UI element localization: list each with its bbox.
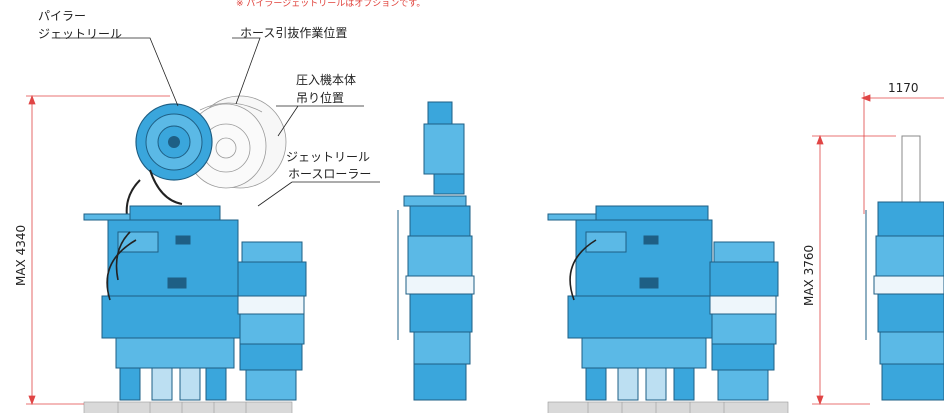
label-jet-reel-roller-2: ホースローラー — [288, 167, 372, 181]
dimension-max-height-left: MAX 4340 — [14, 224, 28, 286]
leader-lines — [56, 37, 380, 207]
option-note: ※ パイラージェットリールはオプションです。 — [236, 0, 426, 9]
label-pyler-jet-reel-1: パイラー — [38, 9, 87, 23]
ground-left — [83, 401, 293, 415]
label-hose-pull-position: ホース引抜作業位置 — [240, 26, 348, 40]
dimension-left — [26, 94, 170, 406]
jet-reel — [125, 103, 213, 231]
label-press-body-1: 圧入機本体 — [296, 73, 357, 87]
label-jet-reel-roller-1: ジェットリール — [286, 150, 371, 164]
machine-front-raised — [397, 101, 475, 401]
ground-right — [547, 401, 789, 415]
label-press-body-2: 吊り位置 — [296, 91, 345, 105]
machine-front-lowered — [865, 135, 944, 401]
machine-side-no-reel — [547, 205, 779, 401]
dimension-width-right: 1170 — [888, 81, 919, 95]
dimension-max-height-right: MAX 3760 — [802, 244, 816, 306]
label-pyler-jet-reel-2: ジェットリール — [38, 27, 123, 41]
dimension-right — [812, 92, 944, 406]
machine-side-with-reel — [83, 205, 307, 401]
